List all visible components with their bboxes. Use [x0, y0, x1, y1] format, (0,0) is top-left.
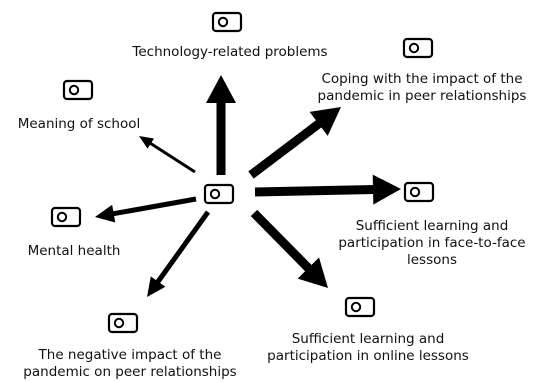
arrow-head — [147, 276, 166, 297]
coping-peer-node-icon — [402, 37, 434, 59]
arrow-head — [372, 174, 401, 205]
label-coping-peer-relationships: Coping with the impact of the pandemic i… — [317, 71, 527, 104]
technology-node-icon — [211, 11, 243, 33]
label-technology-related-problems: Technology-related problems — [132, 44, 328, 60]
arrow-to-online — [250, 209, 328, 288]
label-negative-peer-impact: The negative impact of the pandemic on p… — [23, 347, 237, 380]
arrow-shaft — [149, 141, 196, 174]
label-mental-health: Mental health — [27, 243, 121, 259]
label-face-to-face-lessons: Sufficient learning and participation in… — [338, 218, 526, 268]
center-node-icon — [203, 183, 235, 205]
arrow-to-coping-peer — [248, 107, 341, 179]
arrow-head — [309, 107, 341, 136]
arrow-shaft — [254, 185, 375, 197]
arrow-shaft — [248, 119, 323, 179]
arrow-head — [206, 75, 236, 103]
school-node-icon — [62, 79, 94, 101]
mental-node-icon — [50, 206, 82, 228]
arrow-head — [95, 204, 116, 223]
label-meaning-of-school: Meaning of school — [17, 116, 141, 132]
arrow-to-negative-peer — [147, 210, 211, 297]
label-online-lessons: Sufficient learning and participation in… — [267, 331, 469, 364]
arrow-to-school — [139, 136, 196, 174]
arrow-shaft — [250, 209, 313, 272]
face-to-face-node-icon — [403, 181, 435, 203]
online-node-icon — [344, 296, 376, 318]
arrow-to-mental — [95, 196, 197, 223]
arrow-shaft — [155, 210, 211, 284]
arrow-shaft — [112, 196, 197, 217]
arrow-head — [297, 257, 328, 288]
negative-peer-node-icon — [107, 312, 139, 334]
arrow-head — [139, 136, 155, 149]
arrow-to-face-to-face — [254, 174, 401, 205]
arrow-to-technology — [206, 75, 236, 175]
